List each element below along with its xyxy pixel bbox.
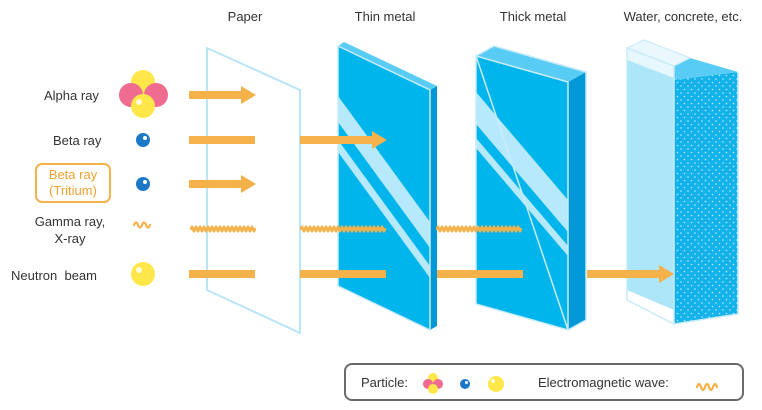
label-beta-ray: Beta ray	[53, 133, 102, 148]
beta-tritium-particle-icon	[136, 177, 150, 191]
gamma-wave	[189, 225, 523, 233]
label-gamma-ray: Gamma ray, X-ray	[29, 213, 111, 247]
beta-tritium-arrow	[189, 175, 256, 193]
header-thick-metal: Thick metal	[499, 9, 567, 24]
legend-box: Particle: Electromagnetic wave:	[344, 363, 744, 401]
paper-sheet	[206, 46, 301, 335]
label-neutron-beam: Neutron beam	[11, 268, 97, 283]
label-alpha-ray: Alpha ray	[44, 88, 99, 103]
label-beta-tritium-line1: Beta ray	[48, 167, 98, 182]
legend-alpha-icon	[423, 373, 443, 394]
label-beta-tritium-line2: (Tritium)	[49, 183, 97, 198]
label-gamma-line2: X-ray	[54, 231, 86, 246]
header-thin-metal: Thin metal	[354, 9, 416, 24]
header-paper: Paper	[227, 9, 263, 24]
legend-wave-label: Electromagnetic wave:	[538, 375, 669, 390]
neutron-particle-icon	[131, 262, 155, 286]
water-concrete-block	[625, 39, 739, 326]
neutron-arrow	[189, 265, 674, 283]
beta-particle-icon	[136, 133, 150, 147]
label-beta-tritium: Beta ray (Tritium)	[35, 163, 111, 203]
legend-particle-label: Particle:	[361, 375, 408, 390]
label-gamma-line1: Gamma ray,	[34, 214, 106, 229]
beta-arrow	[189, 131, 387, 149]
wave-icon	[132, 221, 152, 229]
alpha-arrow	[189, 86, 256, 104]
alpha-particle-icon	[119, 70, 168, 118]
legend-neutron-icon	[488, 376, 504, 392]
header-water-concrete: Water, concrete, etc.	[623, 9, 743, 24]
thick-metal-block	[474, 45, 587, 332]
thin-metal-plate	[337, 42, 437, 332]
legend-wave-icon	[695, 382, 719, 392]
legend-beta-icon	[460, 379, 470, 389]
